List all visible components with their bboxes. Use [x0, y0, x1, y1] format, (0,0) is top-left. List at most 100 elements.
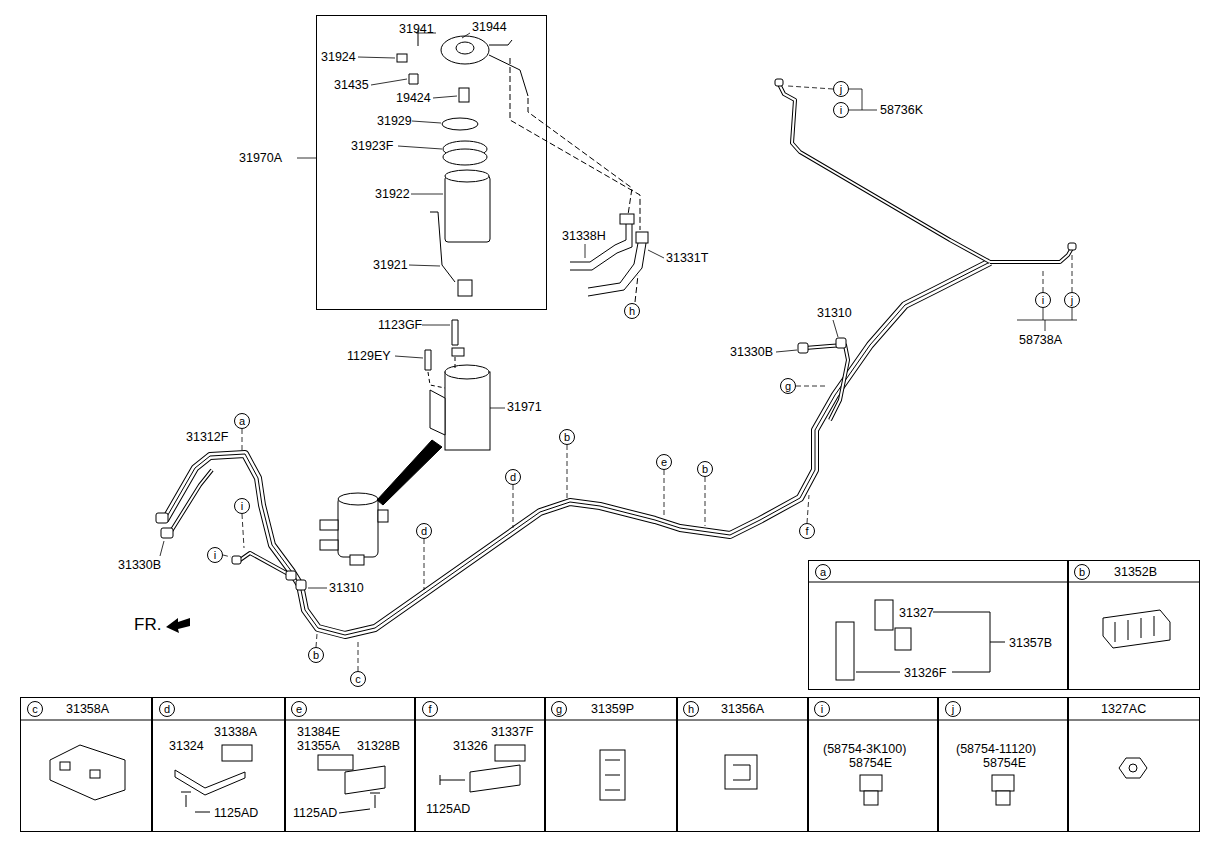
callout-circle: j — [945, 701, 961, 717]
callout-letter: j — [1071, 295, 1073, 306]
leader-line — [398, 146, 442, 149]
detail-panel: 31352Bb — [1068, 560, 1200, 690]
leader-line — [1072, 254, 1073, 292]
detail-part — [1103, 610, 1170, 648]
detail-part — [864, 791, 878, 805]
callout-circle: e — [656, 454, 672, 470]
pipe-fitting — [1068, 243, 1076, 250]
part-number: 58738A — [1019, 334, 1062, 347]
filter-assembly — [338, 497, 378, 557]
part-number: 31326 — [453, 740, 488, 753]
detail-panel: 3132731357B31326Fa — [808, 560, 1068, 690]
part-number: (58754-11120) — [956, 743, 1036, 756]
hose — [588, 243, 638, 288]
detail-part — [725, 755, 757, 789]
callout-letter: c — [32, 704, 38, 715]
part-number: 1125AD — [293, 807, 337, 820]
filter-assembly — [320, 440, 442, 565]
callout-letter: b — [702, 464, 708, 475]
part-number: 31326F — [904, 667, 946, 680]
callout-circle: c — [27, 701, 43, 717]
part-number: 31941 — [399, 23, 434, 36]
callout-letter: f — [805, 526, 808, 537]
callout-circle: g — [780, 378, 796, 394]
filter-parts — [459, 88, 469, 102]
filter-bracket — [430, 390, 445, 435]
callout-circle: i — [833, 102, 849, 118]
filter-parts — [397, 54, 407, 62]
fuel-pipe-bundle — [990, 248, 1072, 262]
callout-letter: d — [164, 704, 170, 715]
callout-circle: i — [1035, 292, 1051, 308]
callout-letter: e — [296, 704, 302, 715]
filter-parts — [442, 118, 478, 130]
detail-panel: 31359Pg — [545, 697, 677, 832]
leader-line — [358, 642, 359, 671]
part-number: 1125AD — [426, 803, 470, 816]
part-number: 31929 — [377, 115, 412, 128]
pipe-fitting — [232, 556, 241, 564]
leader-line — [308, 588, 327, 589]
detail-part — [181, 792, 191, 807]
callout-letter: h — [688, 704, 694, 715]
part-number: 31324 — [169, 740, 204, 753]
callout-circle: i — [207, 547, 223, 563]
leader-line — [705, 477, 706, 526]
filter-assembly — [338, 493, 378, 505]
part-number: 31970A — [239, 152, 282, 165]
detail-part — [60, 762, 70, 770]
part-number: 1125AD — [214, 807, 258, 820]
hose — [588, 243, 646, 296]
detail-part — [440, 775, 465, 785]
callout-letter: g — [785, 381, 791, 392]
detail-part — [836, 622, 854, 680]
fuel-pipe-bundle — [165, 454, 300, 585]
part-number: 31352B — [1114, 566, 1157, 579]
fuel-pipe-bundle — [170, 470, 212, 533]
detail-part — [345, 766, 385, 794]
part-number: 1129EY — [347, 350, 391, 363]
filter-bracket — [445, 365, 489, 379]
part-number: 31923F — [351, 140, 393, 153]
callout-circle: j — [833, 81, 849, 97]
filter-bracket — [428, 357, 455, 388]
callout-circle: h — [624, 303, 640, 319]
part-number: 1123GF — [378, 319, 422, 332]
filter-parts — [445, 170, 489, 182]
detail-part — [495, 745, 525, 761]
callout-circle: d — [159, 701, 175, 717]
fuel-pipe-bundle — [805, 345, 848, 420]
detail-part — [600, 750, 625, 800]
callout-letter: f — [428, 704, 431, 715]
leader-line — [297, 158, 316, 159]
filter-bracket — [445, 372, 490, 450]
hose — [620, 214, 634, 224]
detail-part — [605, 760, 620, 790]
part-number: 31921 — [373, 259, 408, 272]
leader-line — [585, 244, 586, 258]
filter-bracket — [452, 348, 464, 356]
leader-line — [664, 470, 665, 518]
callout-letter: j — [952, 704, 954, 715]
table-rule — [20, 582, 1200, 720]
callout-circle: j — [1064, 292, 1080, 308]
detail-part — [339, 809, 370, 813]
filter-parts — [510, 58, 640, 230]
callout-letter: i — [821, 704, 823, 715]
callout-circle: h — [683, 701, 699, 717]
fuel-pipe-bundle — [300, 262, 990, 635]
detail-panel: (58754-11120)58754Ej — [938, 697, 1068, 832]
fuel-pipe-bundle — [240, 553, 290, 575]
callout-circle: b — [559, 429, 575, 445]
detail-panel: 31356Ah — [677, 697, 808, 832]
fuel-pipe-bundle — [240, 553, 290, 575]
filter-parts — [458, 280, 472, 296]
part-number: 31384E — [297, 726, 340, 739]
table-rule — [808, 582, 1200, 583]
callout-letter: d — [421, 526, 427, 537]
front-arrow — [166, 618, 190, 633]
part-number: 31330B — [730, 346, 773, 359]
filter-parts — [445, 176, 490, 242]
leader-line — [807, 495, 809, 523]
table-rule — [20, 720, 1200, 721]
